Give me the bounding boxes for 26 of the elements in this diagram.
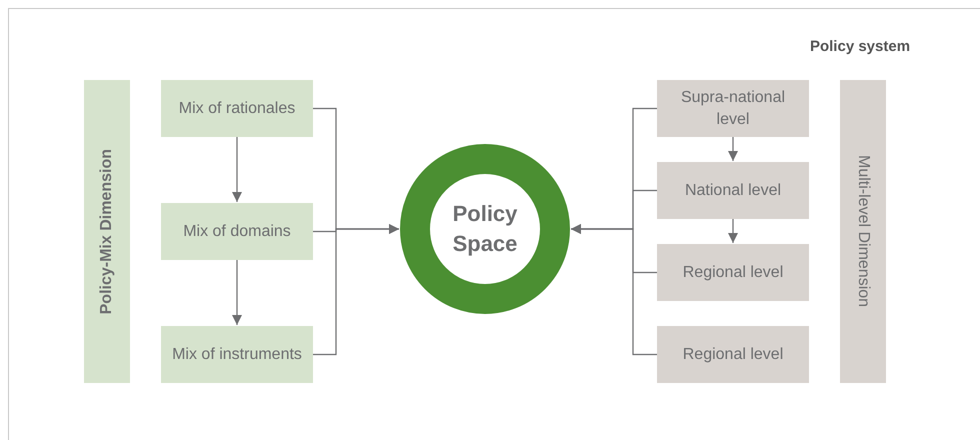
process-box [657, 326, 809, 383]
node-label: Regional level [682, 344, 784, 364]
node-label: Regional level [682, 262, 784, 282]
node-label: Mix of rationales [178, 98, 296, 118]
node-label: National level [684, 180, 782, 200]
node-label: Supra-national level [680, 88, 786, 130]
node-label: Multi-level Dimension [854, 155, 873, 308]
node-label: Mix of instruments [172, 344, 302, 364]
process-box [161, 80, 313, 137]
arrow [728, 219, 738, 243]
process-box [161, 326, 313, 383]
node-label: Policy Space [452, 200, 518, 258]
dimension-band [84, 80, 130, 383]
dimension-band [840, 80, 886, 383]
process-box [657, 244, 809, 301]
node-label: Mix of domains [183, 222, 291, 242]
arrow [232, 260, 242, 325]
arrow [571, 224, 657, 356]
process-box [161, 203, 313, 260]
arrow [728, 137, 738, 161]
arrow [232, 137, 242, 202]
process-box [657, 80, 809, 137]
section-heading: Policy system [810, 37, 910, 57]
process-box [657, 162, 809, 219]
node-label: Policy-Mix Dimension [97, 148, 116, 314]
arrow [313, 224, 399, 356]
